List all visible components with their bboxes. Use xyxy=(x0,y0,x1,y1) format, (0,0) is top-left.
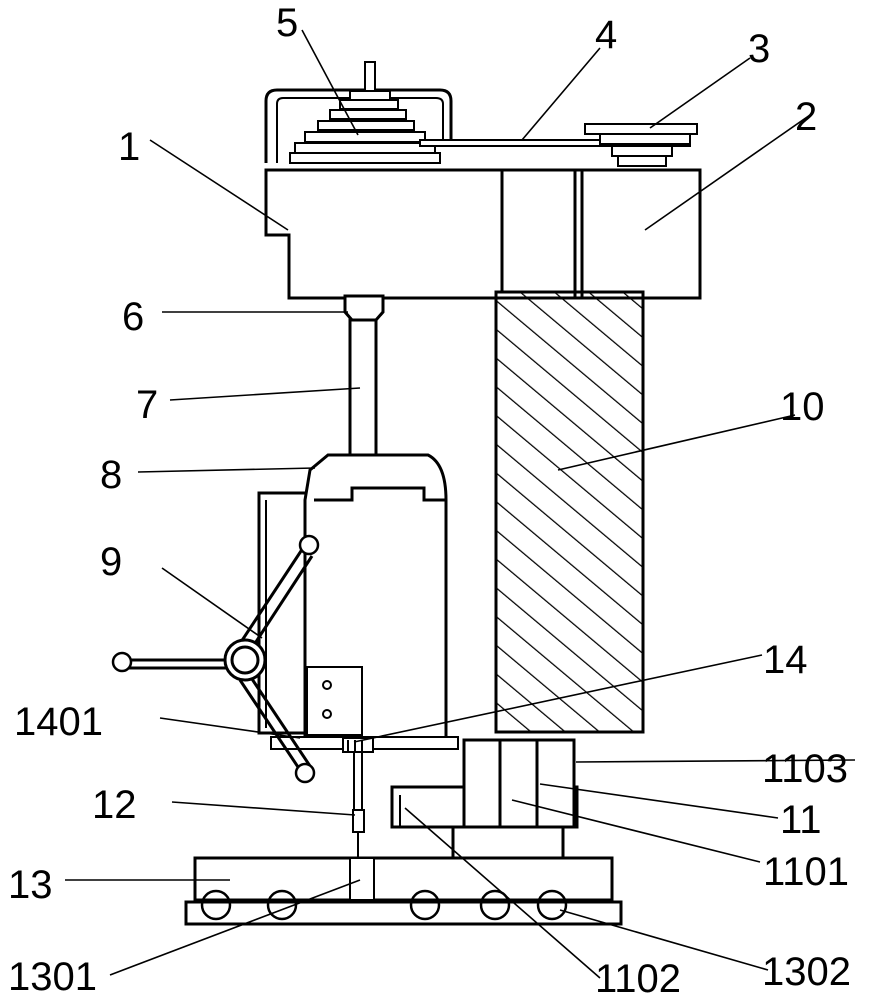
label-13: 13 xyxy=(8,863,53,907)
label-2: 2 xyxy=(795,95,817,139)
mounting-plate xyxy=(306,666,363,736)
label-1301: 1301 xyxy=(8,955,97,999)
label-1102: 1102 xyxy=(595,957,681,1000)
base xyxy=(193,856,614,902)
label-12: 12 xyxy=(92,783,137,827)
spindle-shaft xyxy=(348,318,378,462)
label-1: 1 xyxy=(118,125,140,169)
label-4: 4 xyxy=(595,13,617,57)
motor-pulley xyxy=(584,123,698,167)
column xyxy=(494,290,645,734)
label-6: 6 xyxy=(122,295,144,339)
motor-box xyxy=(580,168,702,300)
label-14: 14 xyxy=(763,638,808,682)
label-9: 9 xyxy=(100,540,122,584)
label-1401: 1401 xyxy=(14,700,103,744)
clamp-assembly xyxy=(390,738,579,860)
label-11: 11 xyxy=(780,798,822,842)
label-7: 7 xyxy=(136,383,158,427)
label-8: 8 xyxy=(100,453,122,497)
drill-bit xyxy=(352,752,365,860)
leader-lines xyxy=(65,29,856,979)
spindle-sleeve xyxy=(343,294,385,322)
label-1302: 1302 xyxy=(762,950,851,994)
head-housing xyxy=(264,168,592,300)
label-1103: 1103 xyxy=(762,747,848,791)
label-10: 10 xyxy=(780,385,825,429)
label-3: 3 xyxy=(748,27,770,71)
feed-handle xyxy=(111,534,320,784)
callout-labels: 1 2 3 4 5 6 7 8 9 10 14 1401 1103 12 11 … xyxy=(8,1,851,1000)
base-slot xyxy=(349,857,375,901)
label-5: 5 xyxy=(276,1,298,45)
cone-pulley xyxy=(289,61,441,164)
label-1101: 1101 xyxy=(763,850,849,894)
